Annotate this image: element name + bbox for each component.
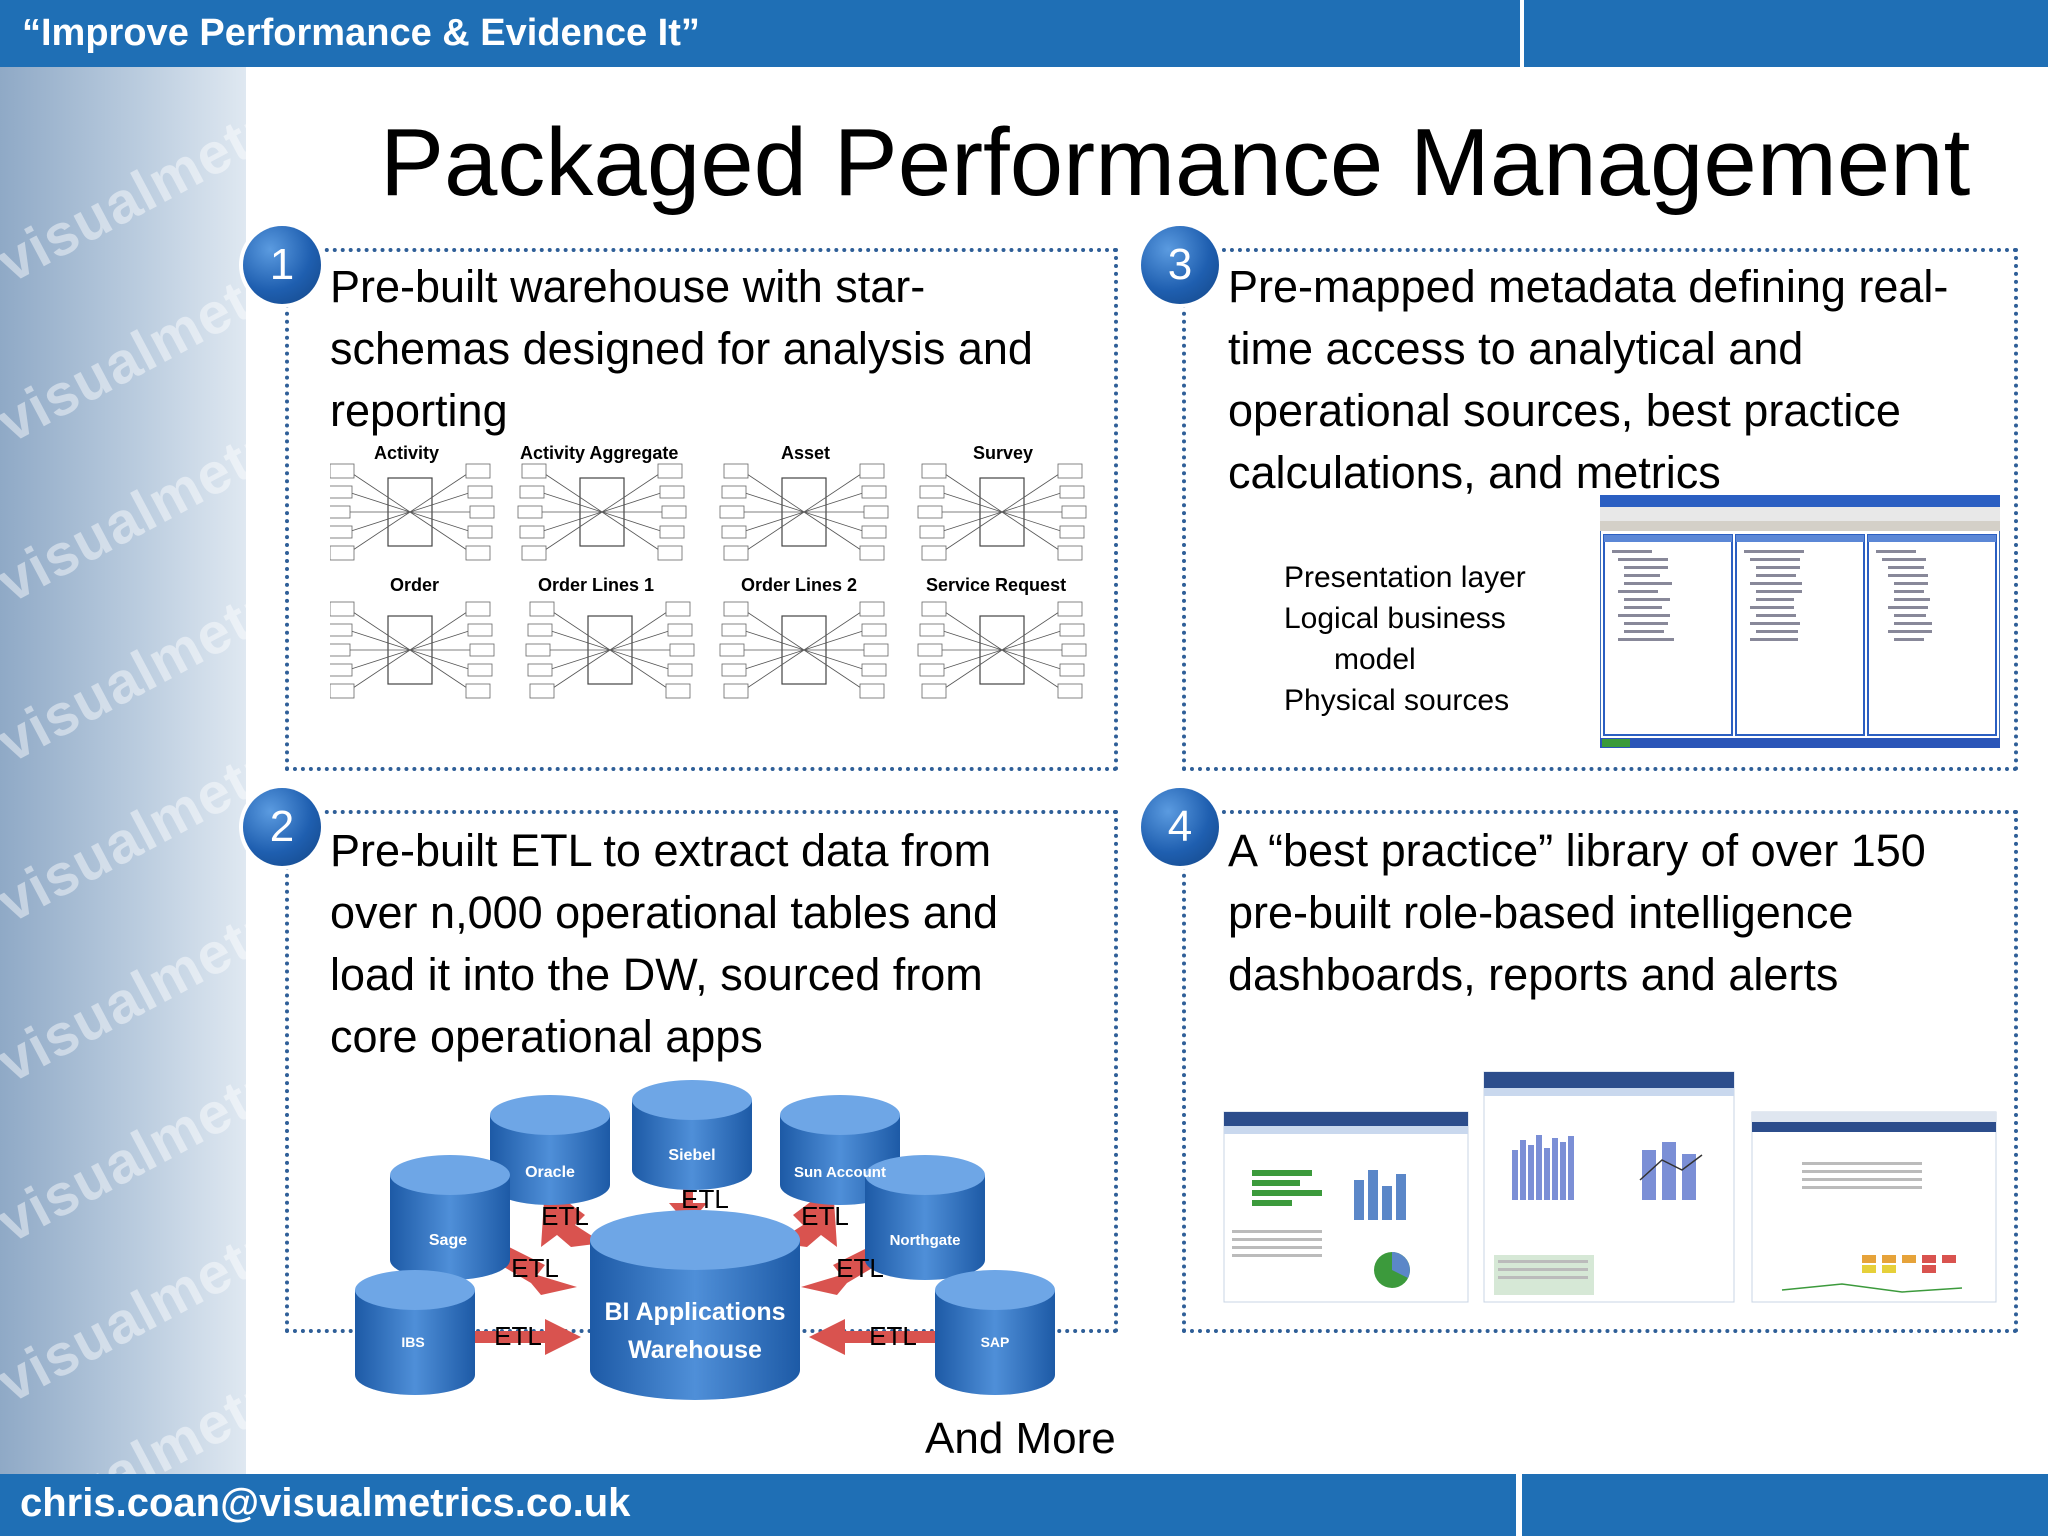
metadata-layers-list: Presentation layer Logical business mode…: [1284, 557, 1526, 721]
panel-metadata: [1182, 248, 2018, 771]
text-line: over n,000 operational tables and: [330, 887, 998, 938]
etl-diagram: Oracle Siebel Sun Account Sage Northgate…: [355, 1080, 1055, 1400]
etl-label: ETL: [681, 1184, 729, 1214]
schema-label: Activity: [374, 443, 440, 463]
schema-label: Order Lines 2: [741, 575, 858, 595]
text-line: operational sources, best practice: [1228, 385, 1901, 436]
text-line: reporting: [330, 385, 508, 436]
schema-thumbnail: [719, 601, 889, 699]
panel-warehouse: [285, 248, 1118, 771]
dashboard-thumbnail-3: [1751, 1111, 1997, 1303]
cylinder-sage: [390, 1155, 510, 1280]
dashboard-thumbnails: [1223, 1071, 1997, 1303]
schema-thumbnail: [517, 463, 687, 561]
schema-thumbnail: [330, 601, 495, 699]
schema-thumbnail: [525, 601, 695, 699]
etl-label: ETL: [541, 1201, 589, 1231]
admin-tool-screenshot: [1600, 495, 2000, 748]
watermark-text: visualmetrics: [0, 67, 246, 296]
footer-bar-right: [1522, 1474, 2048, 1536]
tagline: “Improve Performance & Evidence It”: [22, 12, 700, 54]
panel-3-text: Pre-mapped metadata defining real- time …: [1228, 256, 1948, 504]
badge-1: 1: [243, 226, 321, 304]
source-label: Northgate: [890, 1232, 961, 1249]
text-line: core operational apps: [330, 1011, 763, 1062]
text-line: time access to analytical and: [1228, 323, 1804, 374]
etl-label: ETL: [494, 1321, 542, 1351]
source-label: Oracle: [525, 1164, 575, 1181]
etl-label: ETL: [801, 1201, 849, 1231]
schema-label: Survey: [973, 443, 1034, 463]
schema-label: Service Request: [926, 575, 1067, 595]
source-label: SAP: [981, 1334, 1010, 1350]
page-title: Packaged Performance Management: [380, 109, 1971, 216]
schema-thumbnail: [330, 463, 495, 561]
schema-label: Activity Aggregate: [520, 443, 679, 463]
text-line: load it into the DW, sourced from: [330, 949, 983, 1000]
schema-label: Order Lines 1: [538, 575, 655, 595]
text-line: calculations, and metrics: [1228, 447, 1721, 498]
badge-3: 3: [1141, 226, 1219, 304]
footer-email[interactable]: chris.coan@visualmetrics.co.uk: [20, 1481, 631, 1525]
source-label: IBS: [401, 1334, 424, 1350]
cylinder-ibs: [355, 1270, 475, 1395]
badge-4: 4: [1141, 788, 1219, 866]
dashboard-thumbnail-1: [1223, 1111, 1469, 1303]
and-more-label: And More: [925, 1414, 1116, 1463]
database-cylinders: [355, 1080, 1055, 1400]
header-bar: [0, 0, 1520, 67]
text-line: Pre-built warehouse with star-: [330, 261, 926, 312]
etl-label: ETL: [836, 1253, 884, 1283]
source-label: Sun Account: [794, 1164, 886, 1181]
layer-label: model: [1334, 643, 1416, 676]
panel-dashboards: [1182, 810, 2018, 1333]
cylinder-oracle: [490, 1095, 610, 1205]
footer-bar: [0, 1474, 1516, 1536]
header-bar-right: [1524, 0, 2048, 67]
cylinder-sap: [935, 1270, 1055, 1395]
hub-label: Warehouse: [628, 1336, 762, 1364]
source-label: Siebel: [668, 1147, 715, 1164]
schema-thumbnail: [917, 601, 1087, 699]
panel-2-text: Pre-built ETL to extract data from over …: [330, 820, 998, 1068]
text-line: dashboards, reports and alerts: [1228, 949, 1839, 1000]
schema-thumbnail: [719, 463, 889, 561]
etl-label: ETL: [511, 1253, 559, 1283]
text-line: Pre-mapped metadata defining real-: [1228, 261, 1949, 312]
dashboard-thumbnail-2: [1483, 1071, 1735, 1303]
text-line: pre-built role-based intelligence: [1228, 887, 1854, 938]
schema-label: Order: [390, 575, 440, 595]
watermark-sidebar: visualmetrics visualmetrics visualmetric…: [0, 67, 246, 1474]
text-line: Pre-built ETL to extract data from: [330, 825, 992, 876]
schema-thumbnail: [917, 463, 1087, 561]
cylinder-siebel: [632, 1080, 752, 1190]
badge-2: 2: [243, 788, 321, 866]
schema-label: Asset: [781, 443, 831, 463]
layer-label: Presentation layer: [1284, 561, 1526, 594]
cylinder-bi-warehouse: [590, 1210, 800, 1400]
cylinder-northgate: [865, 1155, 985, 1280]
source-label: Sage: [429, 1232, 467, 1249]
panel-4-text: A “best practice” library of over 150 pr…: [1228, 820, 1926, 1006]
panel-1-text: Pre-built warehouse with star- schemas d…: [330, 256, 1033, 442]
text-line: schemas designed for analysis and: [330, 323, 1033, 374]
hub-label: BI Applications: [604, 1298, 785, 1326]
etl-label: ETL: [869, 1321, 917, 1351]
layer-label: Physical sources: [1284, 684, 1510, 717]
text-line: A “best practice” library of over 150: [1228, 825, 1926, 876]
layer-label: Logical business: [1284, 602, 1506, 635]
